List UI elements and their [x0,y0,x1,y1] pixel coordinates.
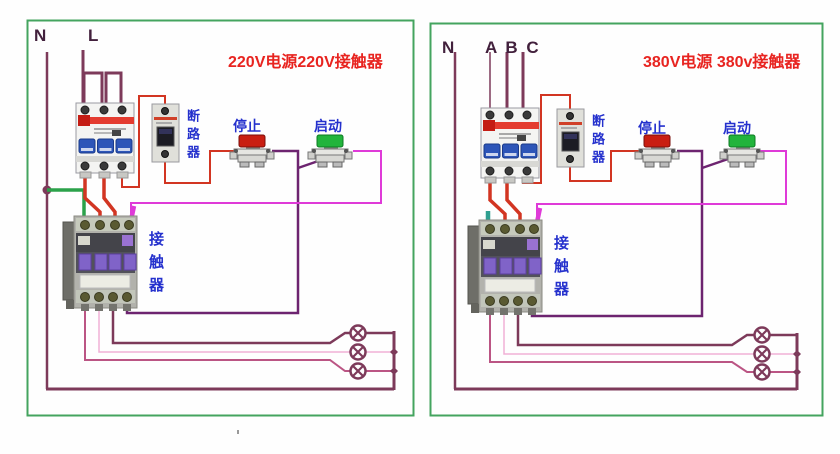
right-neutral-label: N [442,38,455,57]
breaker-logo [483,120,495,131]
left-live-wire [81,50,123,104]
right-panel-border [429,22,824,417]
breaker-red-stripe [483,122,539,129]
left-contactor [62,215,138,311]
left-main-breaker [75,102,135,179]
lamp-icon [753,345,771,363]
left-stop-button [229,134,275,168]
right-contactor-label: 接触器 [552,235,569,304]
left-neutral-label: N [34,26,47,45]
start-button-cap [728,134,756,148]
right-lamp-wires [489,308,801,376]
breaker-logo [78,115,90,126]
lamp-icon [349,343,367,361]
left-panel [26,19,415,417]
right-start-button [719,134,765,168]
left-stop-label: 停止 [233,118,261,134]
left-lamps [349,324,367,380]
left-live-label: L [88,26,99,45]
bus-junction [793,368,801,376]
left-lamp-wires [84,304,398,375]
left-start-label: 启动 [314,118,342,134]
right-stop-label: 停止 [638,120,666,136]
contactor-label-chip [78,236,90,245]
lamp-icon [753,363,771,381]
left-title: 220V电源220V接触器 [228,54,383,71]
left-breaker-label: 断路器 [185,109,200,163]
breaker-red-stripe [78,117,134,124]
right-breaker-label: 断路器 [590,114,605,168]
left-control-breaker [151,103,180,163]
left-start-button [307,134,353,168]
stop-button-cap [643,134,671,148]
bus-junction [390,348,398,356]
right-contactor [467,219,543,315]
right-main-breaker [480,107,540,184]
right-start-label: 启动 [723,120,751,136]
lamp-icon [349,324,367,342]
right-phase-labels: A B C [485,38,541,57]
right-neutral-wire [453,52,799,391]
right-panel [429,22,824,417]
stop-button-cap [238,134,266,148]
breaker-jumper-2 [104,71,123,104]
right-lamps [753,326,771,381]
left-panel-border [26,19,415,417]
right-phase-wires [489,52,525,108]
right-control-breaker [556,108,585,168]
right-stop-button [634,134,680,168]
start-button-cap [316,134,344,148]
lamp-icon [349,362,367,380]
bus-junction [390,367,398,375]
contactor-label-chip [483,240,495,249]
bus-junction [793,350,801,358]
artifact-dot [237,430,239,434]
right-title: 380V电源 380v接触器 [643,54,801,71]
lamp-icon [753,326,771,344]
left-contactor-label: 接触器 [147,231,164,300]
breaker-jumper-1 [82,71,104,104]
